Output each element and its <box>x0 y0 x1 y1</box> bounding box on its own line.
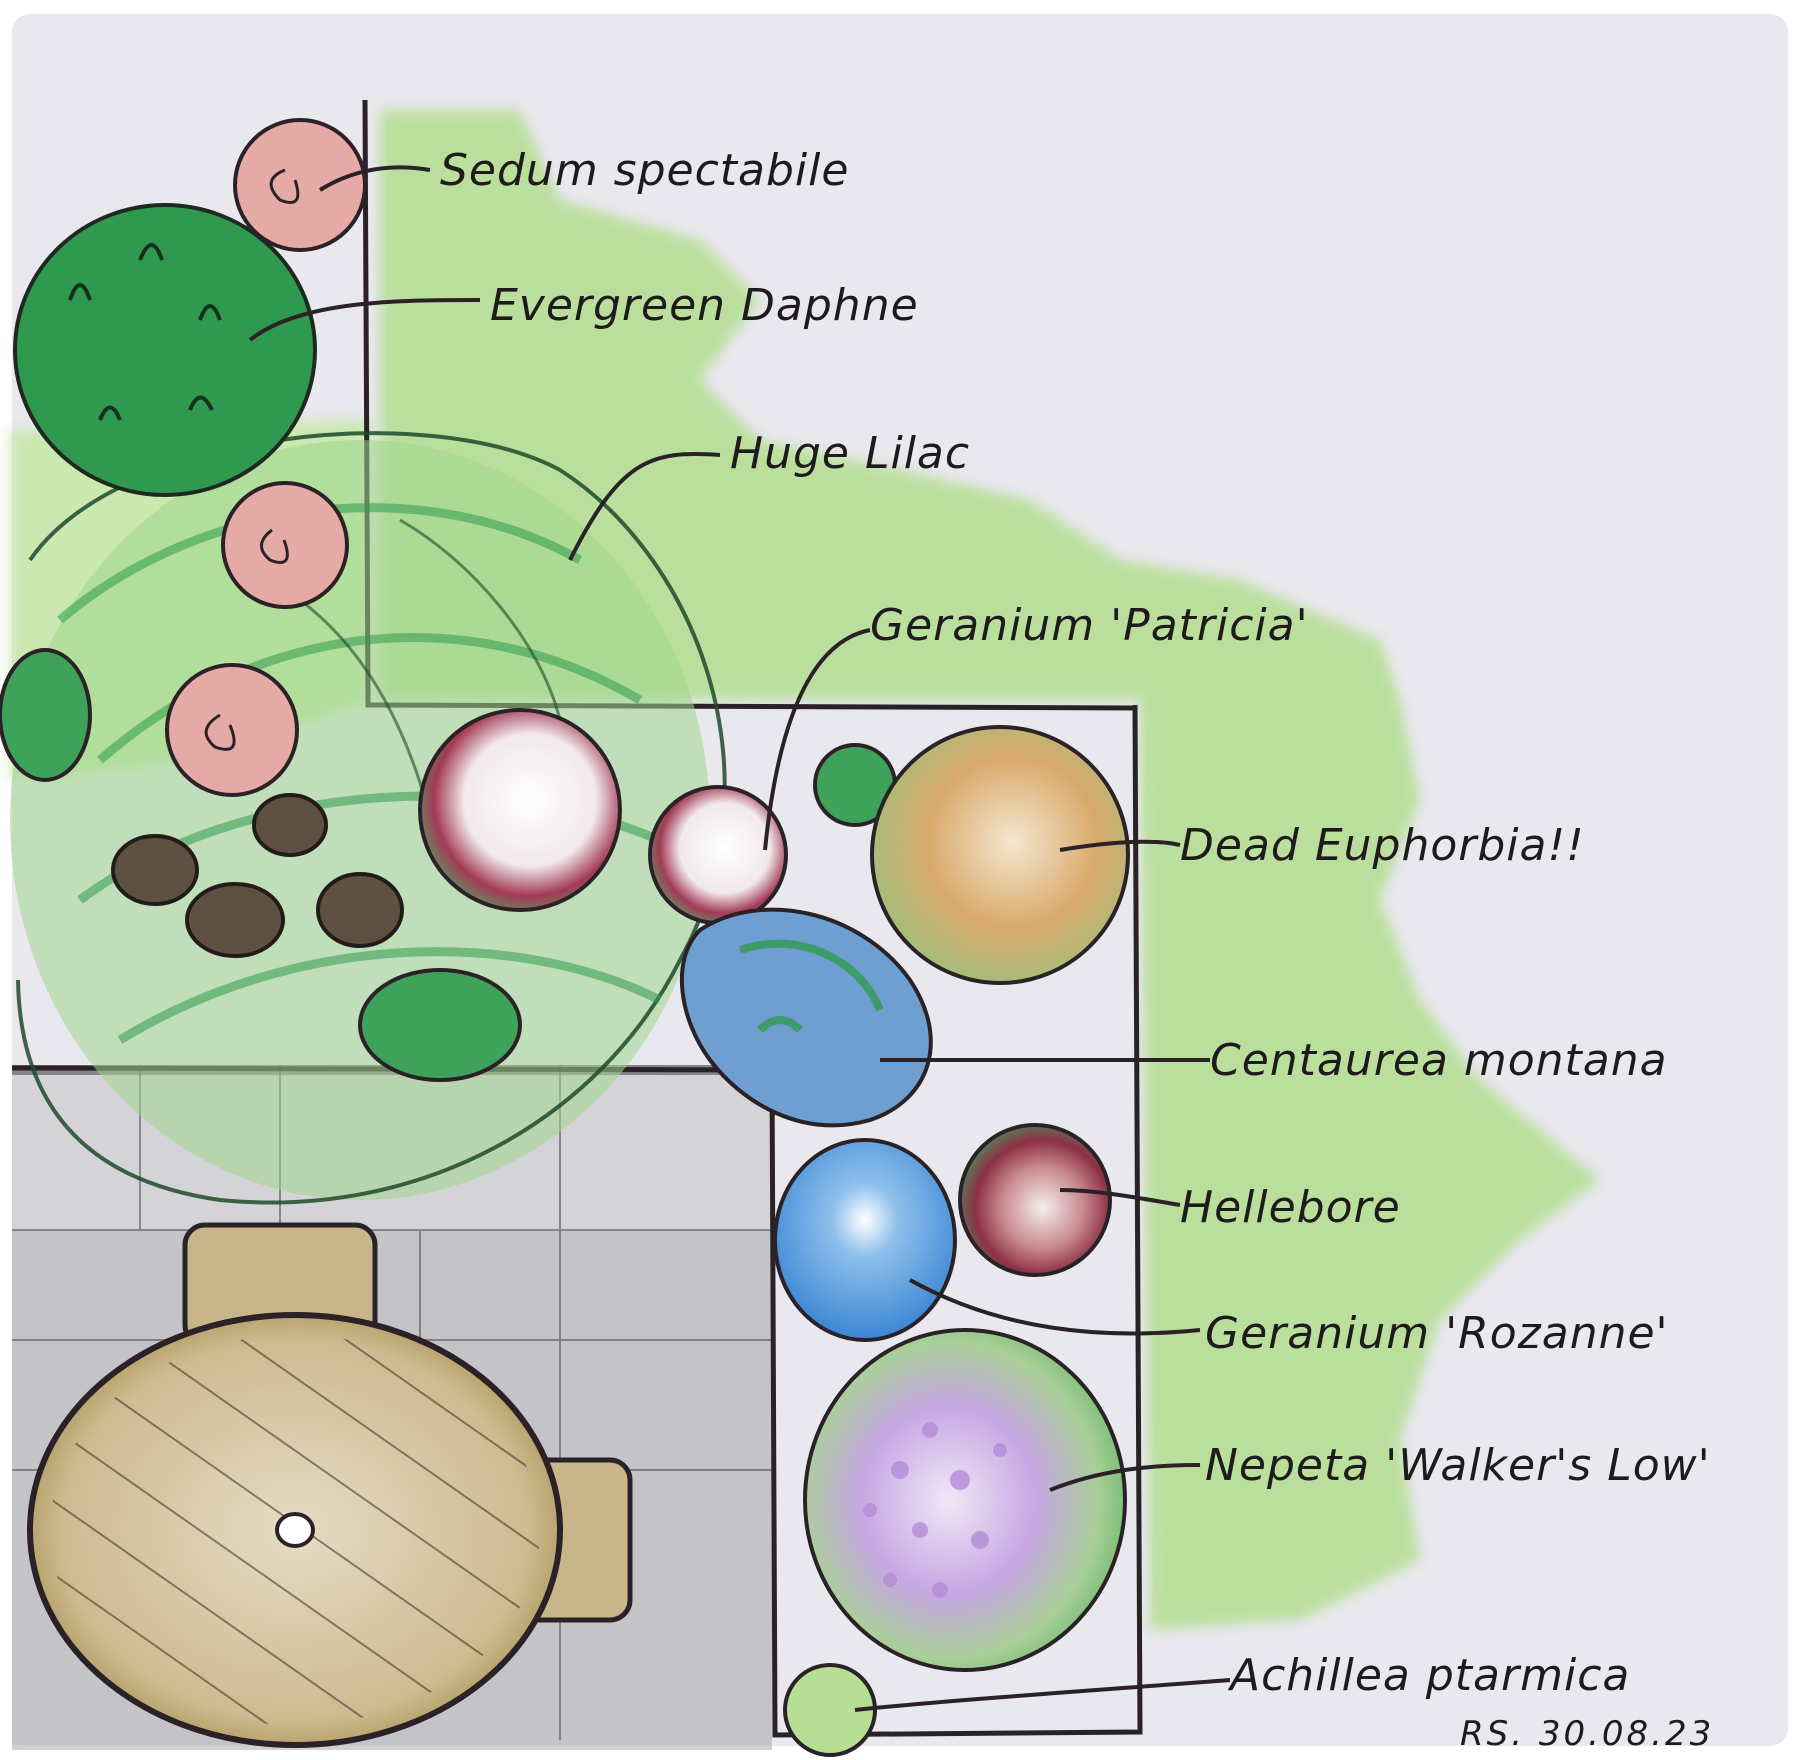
sedum-spectabile-clumps <box>165 118 367 797</box>
label-geranium-patricia: Geranium 'Patricia' <box>870 600 1309 651</box>
label-sedum-spectabile: Sedum spectabile <box>440 145 849 196</box>
centaurea-montana <box>679 907 933 1128</box>
label-dead-euphorbia: Dead Euphorbia!! <box>1180 820 1585 871</box>
leader-lines <box>248 165 1231 1712</box>
round-garden-table <box>27 1312 563 1748</box>
label-evergreen-daphne: Evergreen Daphne <box>490 280 919 331</box>
label-nepeta-walkers-low: Nepeta 'Walker's Low' <box>1205 1440 1711 1491</box>
nepeta-walkers-low <box>803 1328 1127 1672</box>
label-huge-lilac: Huge Lilac <box>730 428 970 479</box>
stepping-stones <box>111 793 404 958</box>
hellebore <box>958 1123 1112 1277</box>
plant-labels: Sedum spectabile Evergreen Daphne Huge L… <box>440 145 1714 1754</box>
small-evergreen-clumps <box>0 648 897 1082</box>
label-hellebore: Hellebore <box>1180 1182 1401 1233</box>
evergreen-daphne <box>13 203 317 497</box>
geranium-rozanne <box>773 1138 957 1342</box>
signature-date: RS. 30.08.23 <box>1460 1714 1714 1754</box>
dead-euphorbia <box>870 725 1130 985</box>
label-geranium-rozanne: Geranium 'Rozanne' <box>1205 1308 1669 1359</box>
label-centaurea-montana: Centaurea montana <box>1210 1035 1668 1086</box>
label-achillea-ptarmica: Achillea ptarmica <box>1227 1650 1630 1701</box>
geranium-patricia <box>418 708 788 925</box>
